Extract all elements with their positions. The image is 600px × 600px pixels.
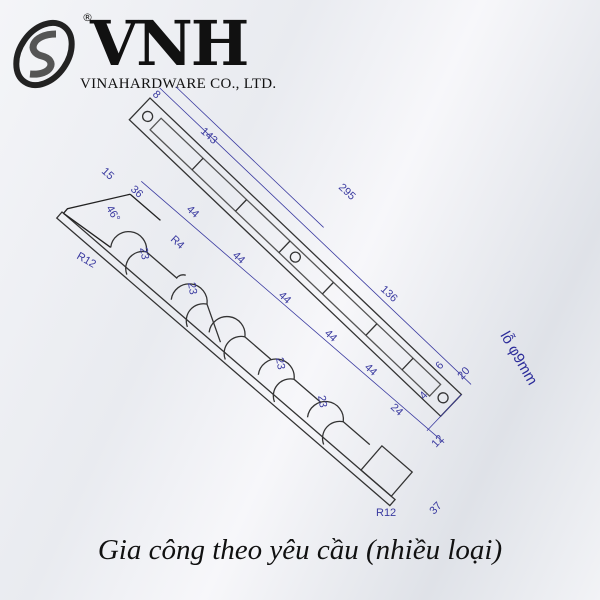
screw-hole-icon [437, 392, 449, 404]
dim-136: 136 [378, 283, 400, 304]
dim-44: 44 [362, 361, 379, 378]
dim-23: 23 [273, 356, 287, 370]
dimension-labels: 8 143 295 136 20 4 6 lỗ φ9mm 15 36 46° R… [75, 88, 541, 519]
dim-12: 12 [429, 433, 446, 450]
dim-23: 23 [137, 246, 151, 260]
caption: Gia công theo yêu cầu (nhiều loại) [97, 534, 503, 566]
dim-angle: 46° [103, 204, 122, 224]
screw-hole-icon [141, 110, 154, 123]
dim-r12: R12 [75, 250, 98, 270]
registered-mark: ® [82, 11, 93, 24]
dim-23: 23 [185, 281, 199, 295]
dim-23: 23 [315, 394, 329, 408]
dim-15: 15 [99, 165, 116, 182]
mounting-rail [128, 86, 472, 432]
dim-37: 37 [427, 500, 444, 517]
dim-20: 20 [455, 365, 472, 382]
dim-36: 36 [128, 183, 145, 200]
swoosh-emblem-icon [13, 19, 75, 89]
dim-295: 295 [336, 181, 358, 202]
screw-hole-icon [289, 251, 302, 263]
dim-end-r12: R12 [376, 507, 396, 519]
dim-44: 44 [230, 249, 247, 266]
vnh-logo: ® VNH VINAHARDWARE CO., LTD. [12, 7, 276, 96]
company-name: VINAHARDWARE CO., LTD. [80, 76, 277, 92]
dim-44: 44 [184, 203, 201, 220]
hook-bar [55, 181, 445, 507]
dim-24: 24 [388, 401, 405, 418]
dim-r4: R4 [168, 233, 186, 251]
dim-143: 143 [198, 125, 220, 146]
dim-44: 44 [322, 327, 339, 344]
dim-44: 44 [276, 289, 293, 306]
hole-note: lỗ φ9mm [497, 329, 541, 389]
brand-name: VNH [90, 7, 249, 80]
